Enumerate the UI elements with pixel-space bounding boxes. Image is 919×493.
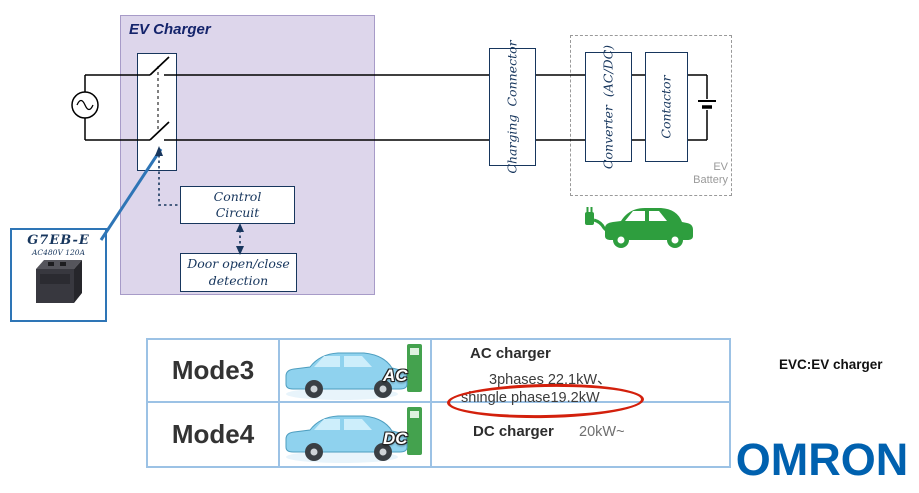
ev-side-dashed-box — [570, 35, 732, 196]
omron-logo: OMRON — [735, 434, 909, 485]
relay-model-label: G7EB-E — [27, 233, 90, 248]
table-row-mode3: Mode3 AC AC charger 3phases 22.1kW、 — [148, 340, 729, 406]
dc-charger-title: DC charger — [473, 423, 554, 440]
mode3-text-cell: AC charger 3phases 22.1kW、 shingle phase… — [432, 340, 729, 406]
ev-battery-label: EV Battery — [693, 161, 728, 187]
dc-charger-detail1: 20kW~ — [579, 424, 625, 440]
contactor-label: Contactor — [658, 75, 674, 139]
mode4-label: Mode4 — [171, 419, 255, 449]
relay-product-image — [35, 260, 82, 303]
control-circuit-label: Control — [213, 188, 262, 204]
dc-plug-label: DC — [383, 429, 408, 448]
dc-car-image — [285, 407, 422, 463]
mode3-label: Mode3 — [171, 355, 255, 385]
ac-charger-detail2: shingle phase19.2kW — [461, 390, 600, 406]
charging-connector-box: Charging Connector — [489, 40, 536, 174]
converter-label: Converter (AC/DC) — [600, 44, 616, 170]
mode3-cell: Mode3 — [148, 340, 280, 401]
mode4-image-cell: DC — [280, 403, 432, 466]
charging-ev-icon — [585, 207, 693, 248]
charging-mode-table: Mode3 AC AC charger 3phases 22.1kW、 — [146, 338, 731, 468]
ac-plug-label: AC — [383, 366, 408, 385]
door-detection-label: Door open/close — [187, 256, 290, 272]
mode3-image-cell: AC — [280, 340, 432, 401]
charging-connector-label: Charging Connector — [504, 40, 520, 174]
mode4-cell: Mode4 — [148, 403, 280, 466]
door-detection-box: Door open/close detection — [180, 253, 297, 292]
relay-rating-label: AC480V 120A — [31, 248, 85, 257]
ac-charger-detail1: 3phases 22.1kW、 — [489, 372, 612, 388]
evc-note: EVC:EV charger — [779, 357, 883, 372]
table-row-mode4: Mode4 DC DC charger 20kW~ — [148, 403, 729, 466]
ac-source-icon — [71, 91, 99, 119]
ac-car-image — [285, 344, 422, 400]
control-circuit-box: Control Circuit — [180, 186, 295, 224]
contactor-box: Contactor — [645, 52, 688, 162]
mode4-text-cell: DC charger 20kW~ — [432, 403, 729, 466]
g7eb-relay-callout: G7EB-E AC480V 120A — [10, 228, 107, 322]
ac-charger-title: AC charger — [470, 345, 551, 362]
converter-box: Converter (AC/DC) — [585, 45, 632, 169]
relay-switch-box — [137, 53, 177, 171]
ev-charger-title: EV Charger — [129, 21, 211, 38]
